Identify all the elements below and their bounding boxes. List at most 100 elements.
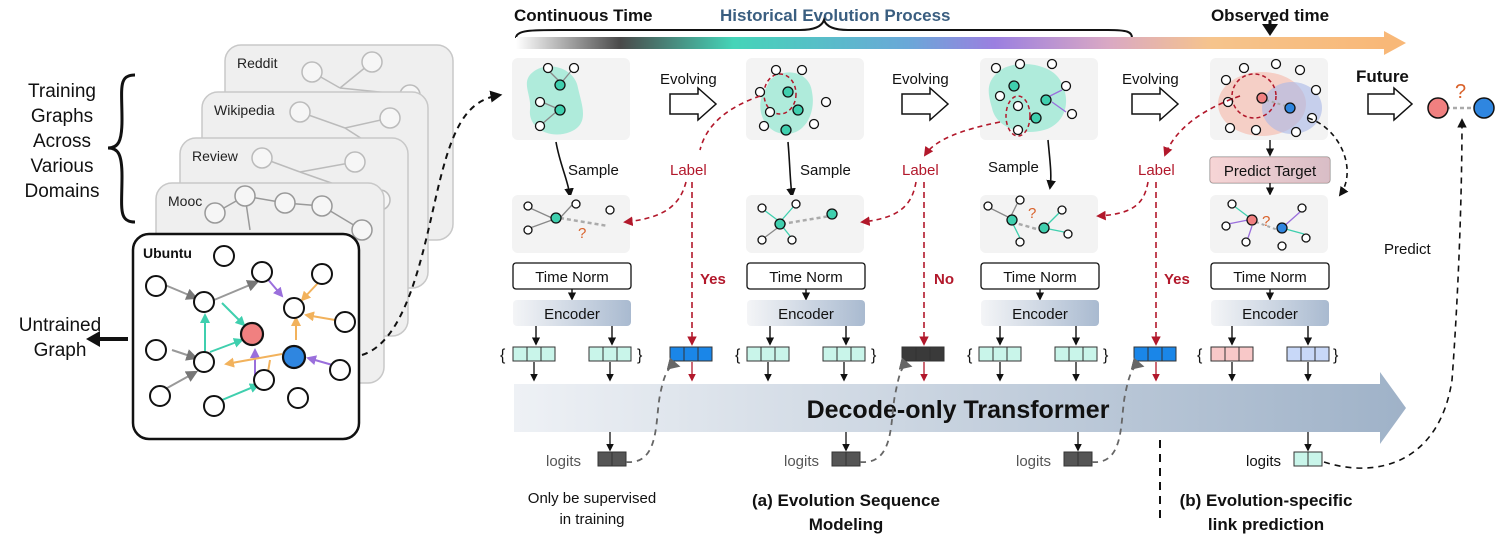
predict-label: Predict [1384, 241, 1432, 258]
supervise-loop-3 [1091, 357, 1145, 463]
supervised-caption-1: Only be supervised [528, 490, 656, 507]
transformer-label: Decode-only Transformer [807, 396, 1110, 424]
yes-label-1: Yes [700, 271, 726, 288]
training-line-3: Across [33, 131, 91, 152]
evolving-label-1: Evolving [660, 71, 717, 88]
logits-label-4: logits [1246, 453, 1281, 470]
stage2-subgraph [757, 199, 838, 245]
time-bar-arrowhead [1384, 31, 1406, 55]
time-norm-label-4: Time Norm [1233, 269, 1307, 286]
brace-open-2: { [735, 347, 741, 364]
evolving-arrow-2 [901, 86, 950, 122]
caption-b-line-2: link prediction [1208, 515, 1324, 534]
encoder-box-1 [513, 300, 631, 326]
label-text-3: Label [1138, 162, 1175, 179]
token-down-arrows [530, 362, 1312, 382]
sample-arrow-3 [1046, 139, 1056, 190]
historical-label: Historical Evolution Process [720, 6, 951, 25]
training-line-5: Domains [25, 181, 100, 202]
ubuntu-node-blue [281, 344, 307, 370]
evolving-arrow-3 [1131, 86, 1180, 122]
logits-label-2: logits [784, 453, 819, 470]
card-review-label: Review [192, 148, 239, 164]
training-line-1: Training [28, 81, 96, 102]
training-line-4: Various [30, 156, 93, 177]
brace-close-2: } [871, 347, 877, 364]
stage1-subgraph [523, 199, 615, 235]
evolving-arrow-1 [669, 86, 718, 122]
label-to-subgraph-1 [623, 181, 687, 227]
sample-label-3: Sample [988, 159, 1039, 176]
logits-cell-2a [831, 451, 847, 467]
brace-close-4: } [1333, 347, 1339, 364]
sample-arrow-1 [555, 141, 574, 198]
stage1-question: ? [578, 225, 586, 242]
logits-label-3: logits [1016, 453, 1051, 470]
training-brace [107, 73, 136, 224]
future-label: Future [1356, 67, 1409, 86]
logits-cell-2b [845, 451, 861, 467]
label-to-subgraph-2 [860, 181, 917, 226]
card-mooc-label: Mooc [168, 193, 202, 209]
logits-cell-1b [611, 451, 627, 467]
stage2-graph [754, 64, 832, 136]
ubuntu-nodes [145, 245, 356, 417]
supervise-loop-2 [859, 357, 913, 463]
observed-time-label: Observed time [1211, 6, 1329, 25]
card-reddit-label: Reddit [237, 55, 278, 71]
no-label: No [934, 271, 954, 288]
brace-close-3: } [1103, 347, 1109, 364]
logits-label-1: logits [546, 453, 581, 470]
untrained-line-1: Untrained [19, 315, 101, 336]
encoder-box-2 [747, 300, 865, 326]
brace-close-1: } [637, 347, 643, 364]
label-text-1: Label [670, 162, 707, 179]
card-wikipedia-label: Wikipedia [214, 102, 275, 118]
evolving-label-3: Evolving [1122, 71, 1179, 88]
caption-a-line-2: Modeling [809, 515, 884, 534]
brace-open-1: { [500, 347, 506, 364]
stage1-graph [534, 62, 580, 132]
untrained-line-2: Graph [34, 340, 87, 361]
historical-brace [515, 16, 1133, 39]
encoder-box-4 [1211, 300, 1329, 326]
supervised-caption-2: in training [559, 511, 624, 528]
brace-open-4: { [1197, 347, 1203, 364]
predict-target-label: Predict Target [1224, 163, 1317, 180]
ubuntu-to-flow-arrow [361, 90, 503, 356]
label-src-3 [1163, 95, 1241, 157]
caption-a-line-1: (a) Evolution Sequence [752, 491, 940, 510]
sample-label-1: Sample [568, 162, 619, 179]
time-norm-label-1: Time Norm [535, 269, 609, 286]
sample-label-2: Sample [800, 162, 851, 179]
logits-cell-1a [597, 451, 613, 467]
supervise-loop-1 [625, 357, 681, 463]
brace-open-3: { [967, 347, 973, 364]
caption-b-line-1: (b) Evolution-specific [1180, 491, 1353, 510]
future-node-blue [1473, 97, 1495, 119]
logits-cell-4a [1293, 451, 1309, 467]
card-reddit-graph [301, 51, 421, 106]
continuous-time-label: Continuous Time [514, 6, 653, 25]
encoder-label-1: Encoder [544, 306, 600, 323]
stage4-graph [1220, 58, 1322, 138]
predict-target-loop-arrow [1307, 117, 1349, 197]
stage4-question: ? [1262, 213, 1270, 230]
stage1-subgraph-panel [512, 195, 630, 253]
logits-cell-3a [1063, 451, 1079, 467]
future-question: ? [1455, 81, 1466, 103]
sample-arrow-2 [786, 141, 796, 198]
future-arrow [1367, 86, 1414, 122]
label-src-2 [923, 121, 1001, 157]
stage3-question: ? [1028, 205, 1036, 222]
stage3-subgraph-panel [980, 195, 1098, 253]
transformer-block [514, 372, 1406, 444]
training-line-2: Graphs [31, 106, 93, 127]
stage3-subgraph [983, 195, 1073, 247]
label-text-2: Label [902, 162, 939, 179]
evolving-label-2: Evolving [892, 71, 949, 88]
stage4-subgraph [1221, 199, 1311, 251]
observed-marker [1262, 24, 1278, 36]
logits-cell-3b [1077, 451, 1093, 467]
